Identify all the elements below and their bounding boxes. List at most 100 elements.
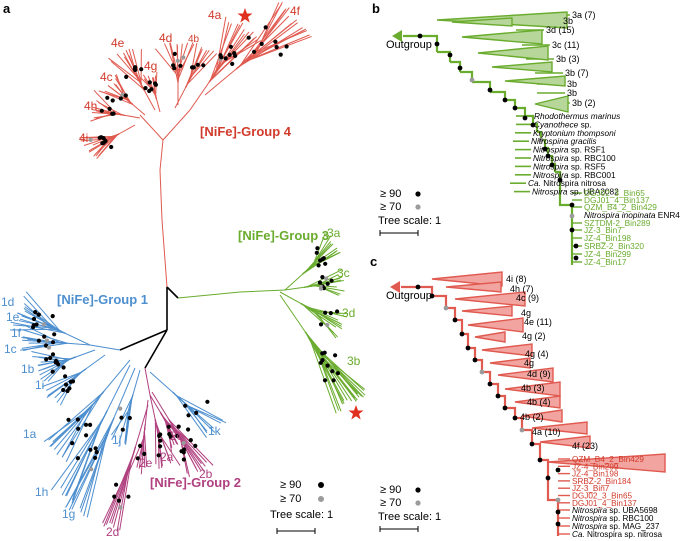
node-b	[512, 105, 518, 111]
bootstrap-node	[116, 498, 121, 503]
bootstrap-node	[273, 39, 278, 44]
bootstrap-node	[284, 44, 289, 49]
taxon-label-b-green: SZTDM-2_Bin289	[584, 218, 651, 228]
g4d-leaf	[169, 42, 179, 76]
clade-label-c: 4g	[524, 358, 534, 368]
g1j-leaf	[125, 398, 133, 445]
g4i-stem	[119, 124, 136, 135]
g1fc-internal	[59, 342, 68, 344]
taxon-label-b-green: JZ-3_Bin7	[584, 225, 622, 235]
g1a-stem	[103, 359, 131, 392]
bootstrap-node	[44, 338, 50, 343]
panel-b-nodes	[417, 33, 579, 261]
g1de-leaf	[23, 295, 53, 328]
g1a-leaf	[43, 408, 90, 442]
group2-label: [NiFe]-Group 2	[150, 475, 241, 490]
legend-ge90-dot	[318, 482, 324, 488]
g2a-leaf	[154, 419, 157, 465]
g1j-leaf	[110, 410, 129, 436]
label-3c: 3c	[337, 266, 350, 280]
g4f-stem	[204, 68, 237, 96]
bootstrap-node	[181, 55, 186, 60]
group1-label: [NiFe]-Group 1	[57, 292, 148, 307]
g1k-internal	[172, 391, 177, 397]
collapsed-clade-c	[489, 357, 531, 369]
group1-branches	[10, 291, 227, 518]
taxon-label-b-green: SRBZ-2_Bin320	[584, 241, 644, 251]
g4i-leaf	[96, 134, 118, 160]
spine-c	[505, 406, 517, 418]
bootstrap-node	[76, 426, 81, 431]
tree-scale-label: Tree scale: 1	[270, 509, 333, 521]
node-c	[512, 415, 518, 421]
node-b	[545, 153, 551, 159]
bootstrap-node	[110, 98, 115, 103]
g4a-leaf	[215, 16, 227, 73]
g1de-leaf	[24, 306, 61, 332]
bootstrap-node	[233, 53, 238, 59]
g1g-stem	[113, 367, 136, 418]
clade-label-c: 4g (2)	[522, 331, 546, 341]
panel-a-unrooted-tree: a [NiFe]-Group 4 [NiFe]-Group 3 [NiFe]-G…	[1, 1, 366, 539]
legend-b-ge70: ≥ 70	[380, 201, 401, 213]
g2e-leaf	[143, 431, 148, 467]
spine-c	[482, 370, 492, 384]
spine-c	[522, 428, 534, 444]
label-3a: 3a	[327, 226, 341, 240]
taxon-label-b: Nitrospira sp. RSF1	[533, 145, 606, 155]
g1j-leaf	[125, 404, 131, 442]
clade-label-b: 3b (7)	[565, 68, 589, 78]
g1a-leaf	[61, 393, 103, 458]
bootstrap-node	[88, 137, 93, 142]
g4b-internal	[185, 83, 188, 88]
panel-a-letter: a	[3, 1, 11, 16]
bootstrap-node	[36, 338, 42, 343]
bootstrap-node	[329, 278, 334, 283]
label-4i: 4i	[79, 131, 88, 145]
collapsed-clade-b	[491, 61, 553, 73]
g2e-internal	[143, 424, 146, 439]
tree-scale-c: Tree scale: 1	[378, 511, 441, 523]
g4e-leaf	[128, 48, 138, 78]
node-c	[429, 293, 435, 299]
g2d-internal	[129, 446, 136, 466]
legend-b-dot70	[415, 204, 421, 210]
collapsed-clade-c	[454, 291, 526, 307]
g1de-leaf	[21, 315, 54, 329]
node-b	[542, 146, 548, 152]
bootstrap-node	[325, 281, 330, 286]
label-4b: 4b	[188, 34, 200, 45]
bootstrap-node	[119, 415, 124, 420]
taxon-label-b: Nitrospina gracilis	[531, 136, 596, 146]
clade-label-b: 3b	[567, 88, 577, 98]
panel-b-letter: b	[372, 1, 380, 16]
panel-c-nodes	[415, 284, 561, 527]
clade-label-b: 3b (3)	[556, 54, 580, 64]
node-c	[555, 467, 561, 473]
node-b	[530, 122, 536, 128]
node-c	[472, 357, 478, 363]
group3-label: [NiFe]-Group 3	[238, 228, 329, 243]
node-b	[417, 33, 423, 39]
bootstrap-node	[133, 65, 138, 70]
bootstrap-node	[111, 111, 116, 116]
bootstrap-node	[42, 334, 47, 339]
node-c	[443, 305, 449, 311]
node-b	[502, 97, 508, 103]
bootstrap-node	[263, 25, 268, 30]
bootstrap-node	[194, 410, 199, 415]
taxon-label-b-green: JZ-4_Bin17	[584, 257, 627, 267]
bootstrap-node	[44, 357, 49, 362]
taxon-label-b: Nitrospira sp. RBC100	[533, 153, 616, 163]
g1de-leaf	[10, 321, 65, 334]
bootstrap-node	[328, 311, 333, 316]
legend-c-ge70: ≥ 70	[380, 497, 401, 509]
bootstrap-node	[99, 108, 104, 113]
group2-subgroup-labels: 2c 2a 2b 2e 2d	[106, 429, 213, 539]
legend-b-ge90: ≥ 90	[380, 188, 401, 200]
bootstrap-node	[188, 438, 193, 443]
bootstrap-node	[52, 332, 57, 337]
panel-c-collapsed-clades	[431, 271, 666, 473]
bootstrap-node	[335, 371, 340, 376]
